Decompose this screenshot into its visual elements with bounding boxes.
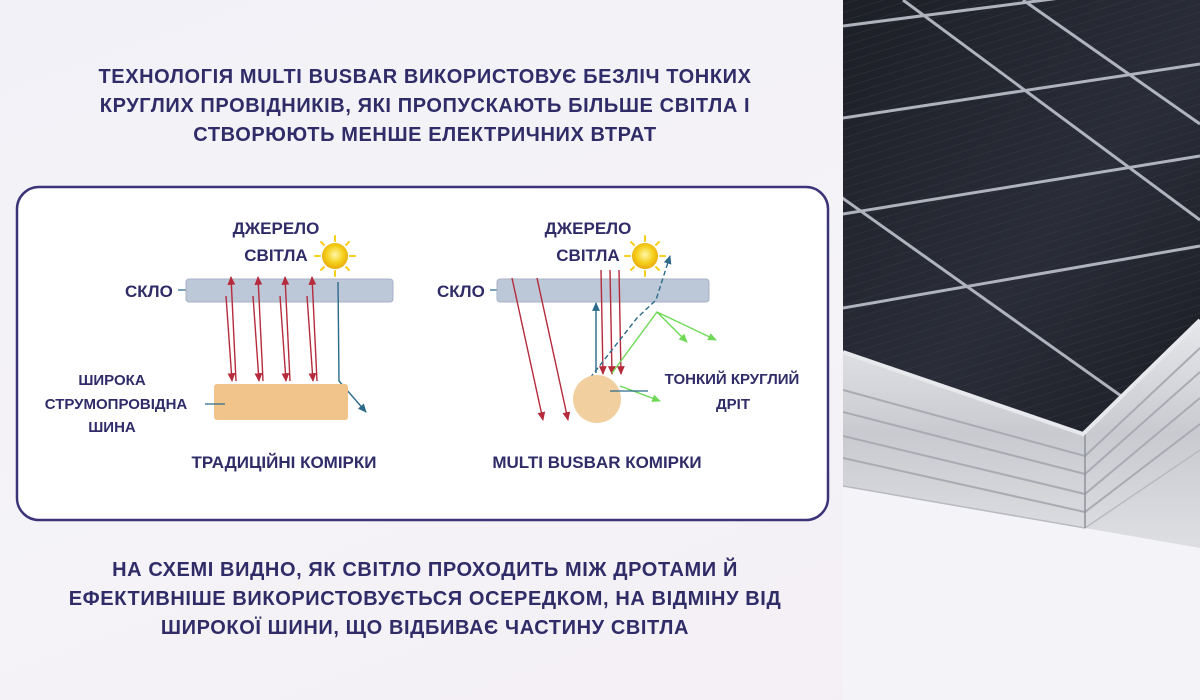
intro-text: ТЕХНОЛОГІЯ MULTI BUSBAR ВИКОРИСТОВУЄ БЕЗ…	[98, 66, 752, 146]
solar-panel-photo	[843, 0, 1200, 700]
reflected-ray	[281, 276, 291, 382]
glass-label: СКЛО	[125, 282, 173, 301]
incoming-ray	[616, 269, 625, 375]
multibusbar-caption: MULTI BUSBAR КОМІРКИ	[492, 453, 701, 472]
reflected-ray	[308, 276, 318, 382]
incoming-ray	[306, 295, 317, 382]
sun-icon	[624, 235, 666, 277]
sun-icon	[314, 235, 356, 277]
conclusion-text: НА СХЕМІ ВИДНО, ЯК СВІТЛО ПРОХОДИТЬ МІЖ …	[68, 559, 782, 639]
wire-label: ТОНКИЙ КРУГЛИЙ	[665, 370, 800, 388]
glass-layer	[185, 278, 394, 303]
transmitted-ray	[511, 277, 546, 421]
busbar-label: СТРУМОПРОВІДНА	[45, 396, 188, 413]
light-source-label: СВІТЛА	[556, 246, 619, 265]
busbar-label: ШИРОКА	[78, 372, 145, 389]
incoming-ray	[598, 269, 607, 375]
round-wire	[573, 375, 621, 423]
glass-label: СКЛО	[437, 282, 485, 301]
wire-label: ДРІТ	[716, 396, 750, 413]
incoming-ray	[607, 269, 616, 375]
traditional-cell-diagram: ДЖЕРЕЛО СВІТЛА СКЛО ШИРОК	[45, 219, 394, 472]
scattered-ray	[656, 311, 688, 343]
busbar-comparison-diagram: ДЖЕРЕЛО СВІТЛА СКЛО ШИРОК	[15, 185, 830, 522]
incoming-ray	[225, 295, 236, 382]
traditional-caption: ТРАДИЦІЙНІ КОМІРКИ	[192, 453, 377, 472]
incoming-ray	[252, 295, 263, 382]
multibusbar-cell-diagram: ДЖЕРЕЛО СВІТЛА СКЛО	[437, 219, 799, 472]
scattered-ray	[619, 385, 661, 402]
busbar-label: ШИНА	[88, 419, 136, 436]
wide-busbar	[214, 384, 348, 420]
reflected-ray	[227, 276, 237, 382]
light-source-label: СВІТЛА	[244, 246, 307, 265]
reflected-ray	[254, 276, 264, 382]
reflected-ray	[589, 255, 672, 379]
glass-layer	[496, 278, 710, 303]
transmitted-ray	[536, 277, 571, 421]
light-source-label: ДЖЕРЕЛО	[233, 219, 320, 238]
incoming-ray	[279, 295, 290, 382]
diagram-frame	[15, 185, 830, 522]
light-source-label: ДЖЕРЕЛО	[545, 219, 632, 238]
transmitted-ray	[337, 281, 367, 413]
